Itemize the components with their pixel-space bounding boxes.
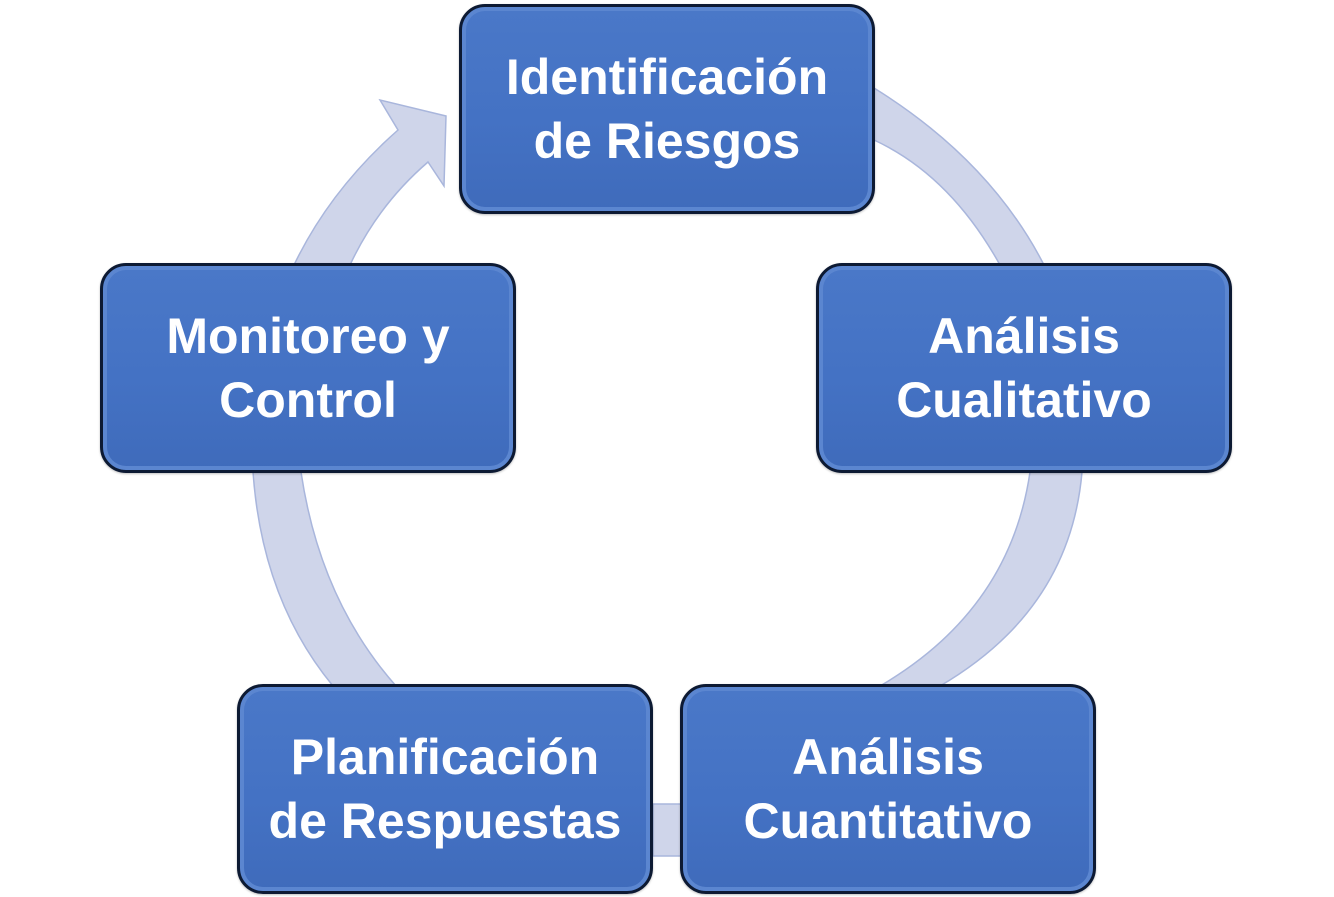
node-label: Planificación de Respuestas bbox=[268, 729, 622, 849]
ring-arrow-monitoreo-identificacion bbox=[292, 98, 447, 266]
node-label: Identificación de Riesgos bbox=[505, 49, 829, 169]
ring-segment-identificacion-cualitativo bbox=[873, 86, 1046, 266]
node-label: Análisis Cualitativo bbox=[896, 308, 1152, 428]
node-monitoreo-y-control: Monitoreo y Control bbox=[100, 263, 516, 473]
node-analisis-cuantitativo: Análisis Cuantitativo bbox=[680, 684, 1096, 894]
ring-segment-respuestas-monitoreo bbox=[252, 471, 398, 687]
node-label: Monitoreo y Control bbox=[166, 308, 450, 428]
node-label: Análisis Cuantitativo bbox=[743, 729, 1033, 849]
node-analisis-cualitativo: Análisis Cualitativo bbox=[816, 263, 1232, 473]
ring-segment-cuantitativo-respuestas bbox=[652, 803, 684, 857]
node-identificacion-de-riesgos: Identificación de Riesgos bbox=[459, 4, 875, 214]
ring-segment-cualitativo-cuantitativo bbox=[877, 471, 1083, 687]
node-planificacion-de-respuestas: Planificación de Respuestas bbox=[237, 684, 653, 894]
